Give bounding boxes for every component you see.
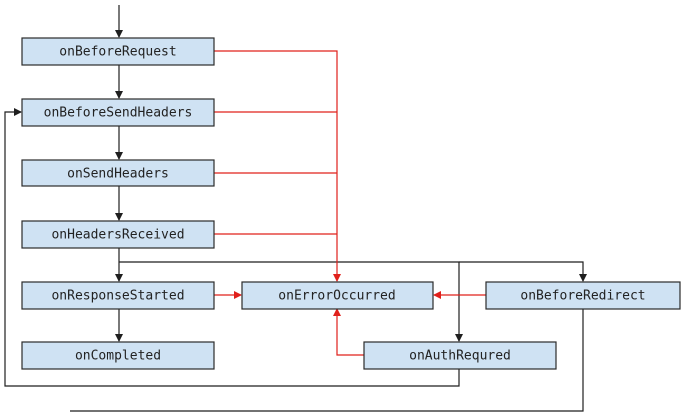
node-on-before-send-headers: onBeforeSendHeaders: [21, 98, 215, 127]
node-label: onSendHeaders: [67, 167, 169, 182]
edge-before-request-error: [214, 50, 341, 282]
node-on-headers-received: onHeadersReceived: [21, 220, 215, 249]
error-flow-edges: [214, 50, 486, 356]
node-label: onHeadersReceived: [51, 228, 184, 243]
node-on-auth-required: onAuthRequred: [363, 341, 557, 370]
node-label: onBeforeRequest: [59, 45, 176, 60]
node-on-error-occurred: onErrorOccurred: [241, 281, 434, 310]
node-on-before-request: onBeforeRequest: [21, 37, 215, 66]
node-on-completed: onCompleted: [21, 341, 215, 370]
node-label: onBeforeSendHeaders: [44, 106, 193, 121]
node-label: onResponseStarted: [51, 289, 184, 304]
node-on-before-redirect: onBeforeRedirect: [485, 281, 681, 310]
edge-headers-received-to-before-redirect: [459, 261, 587, 282]
node-on-send-headers: onSendHeaders: [21, 159, 215, 187]
edge-auth-required-error: [333, 308, 364, 356]
node-label: onErrorOccurred: [278, 289, 395, 304]
normal-flow-edges: [4, 5, 587, 412]
node-label: onBeforeRedirect: [520, 289, 645, 304]
node-on-response-started: onResponseStarted: [21, 281, 215, 310]
edge-before-redirect-loop-to-before-request: [70, 309, 584, 412]
edge-auth-required-loop-to-before-send-headers: [4, 108, 460, 387]
node-label: onCompleted: [75, 349, 161, 364]
node-label: onAuthRequred: [409, 349, 511, 364]
